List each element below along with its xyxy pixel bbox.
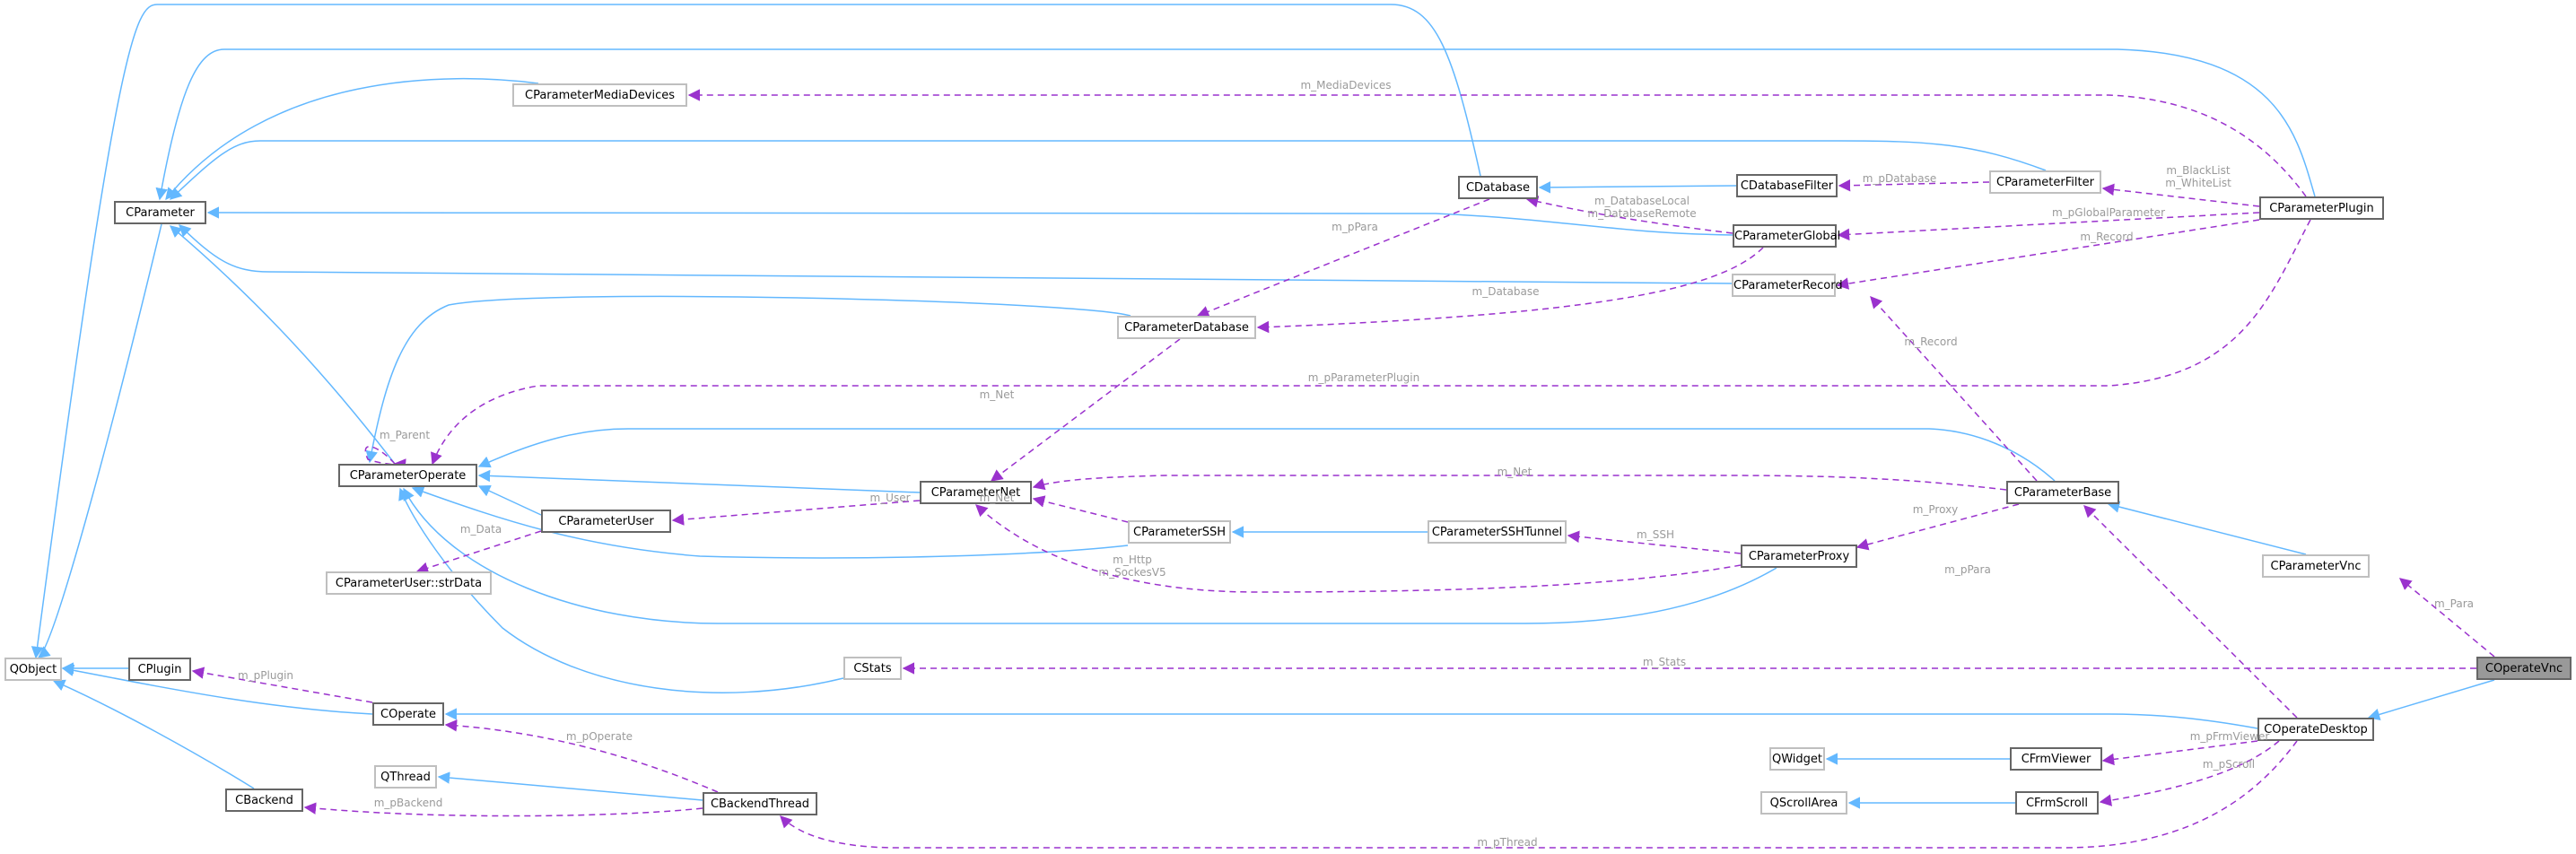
edge-label: m_SSH [1637,528,1674,541]
node-cparameterplugin[interactable]: CParameterPlugin [2259,196,2384,220]
edge-label: m_Database [1471,285,1540,298]
node-cfrmviewer[interactable]: CFrmViewer [2010,747,2102,771]
edge-label: m_Data [459,523,502,536]
edge-label: m_Parent [379,429,431,441]
node-cparameter[interactable]: CParameter [114,201,206,224]
node-cparameterglobal[interactable]: CParameterGlobal [1733,224,1840,248]
edge-label: m_Http m_SockesV5 [1098,553,1166,579]
edge-label: m_Stats [1642,656,1687,668]
edge-label: m_pDatabase [1862,172,1937,185]
edge-label: m_pScroll [2202,758,2256,771]
node-cfrmscroll[interactable]: CFrmScroll [2015,791,2099,815]
node-qthread[interactable]: QThread [374,765,437,789]
node-cparametersshtunnel[interactable]: CParameterSSHTunnel [1428,520,1567,544]
edge-label: m_pPara [1944,563,1991,576]
edge-label: m_pThread [1477,836,1538,849]
inheritance-edges [31,4,2495,809]
node-cparameteruser-strdata[interactable]: CParameterUser::strData [326,571,492,595]
node-cdatabasefilter[interactable]: CDatabaseFilter [1736,174,1838,197]
edge-label: m_pGlobalParameter [2051,206,2166,219]
node-qwidget[interactable]: QWidget [1769,747,1825,771]
node-coperatedesktop[interactable]: COperateDesktop [2257,718,2374,741]
node-cparameterrecord[interactable]: CParameterRecord [1732,274,1843,297]
edge-label: m_Record [1904,336,1958,348]
edge-label: m_pOperate [565,730,633,743]
node-cparameterproxy[interactable]: CParameterProxy [1741,545,1857,568]
node-cplugin[interactable]: CPlugin [128,658,191,681]
node-cparametermediadevices[interactable]: CParameterMediaDevices [512,83,687,107]
node-cparameterfilter[interactable]: CParameterFilter [1989,170,2101,194]
node-cparameteruser[interactable]: CParameterUser [541,510,671,533]
edge-label: m_Record [2080,231,2134,243]
node-cbackendthread[interactable]: CBackendThread [703,792,817,815]
node-cparametervnc[interactable]: CParameterVnc [2262,554,2370,578]
edge-label: m_pFrmViewer [2189,730,2270,743]
edge-label: m_pPara [1332,221,1378,233]
edge-label: m_Net [979,492,1015,504]
edge-label: m_Net [1497,466,1533,478]
node-qobject[interactable]: QObject [4,658,62,681]
node-cparameterssh[interactable]: CParameterSSH [1128,520,1231,544]
node-cparameterbase[interactable]: CParameterBase [2006,481,2119,504]
node-cdatabase[interactable]: CDatabase [1458,176,1538,199]
edge-label: m_pBackend [373,797,443,809]
edge-label: m_Net [979,388,1015,401]
edge-label: m_pPlugin [237,669,294,682]
edge-label: m_BlackList m_WhiteList [2165,164,2231,189]
node-cparameteroperate[interactable]: CParameterOperate [338,464,477,487]
node-coperate[interactable]: COperate [372,702,444,726]
edge-label: m_Proxy [1912,503,1959,516]
node-cstats[interactable]: CStats [843,657,902,680]
usage-edges [191,89,2495,849]
node-cbackend[interactable]: CBackend [225,789,303,812]
node-qscrollarea[interactable]: QScrollArea [1760,791,1847,815]
node-cparameterdatabase[interactable]: CParameterDatabase [1117,316,1256,339]
edge-label: m_pParameterPlugin [1307,371,1420,384]
node-cparameternet[interactable]: CParameterNet [920,481,1032,504]
edge-label: m_User [869,492,911,504]
node-coperatevnc[interactable]: COperateVnc [2476,657,2572,680]
edge-label: m_MediaDevices [1300,79,1392,92]
edge-label: m_DatabaseLocal m_DatabaseRemote [1587,195,1697,220]
edge-label: m_Para [2433,597,2475,610]
